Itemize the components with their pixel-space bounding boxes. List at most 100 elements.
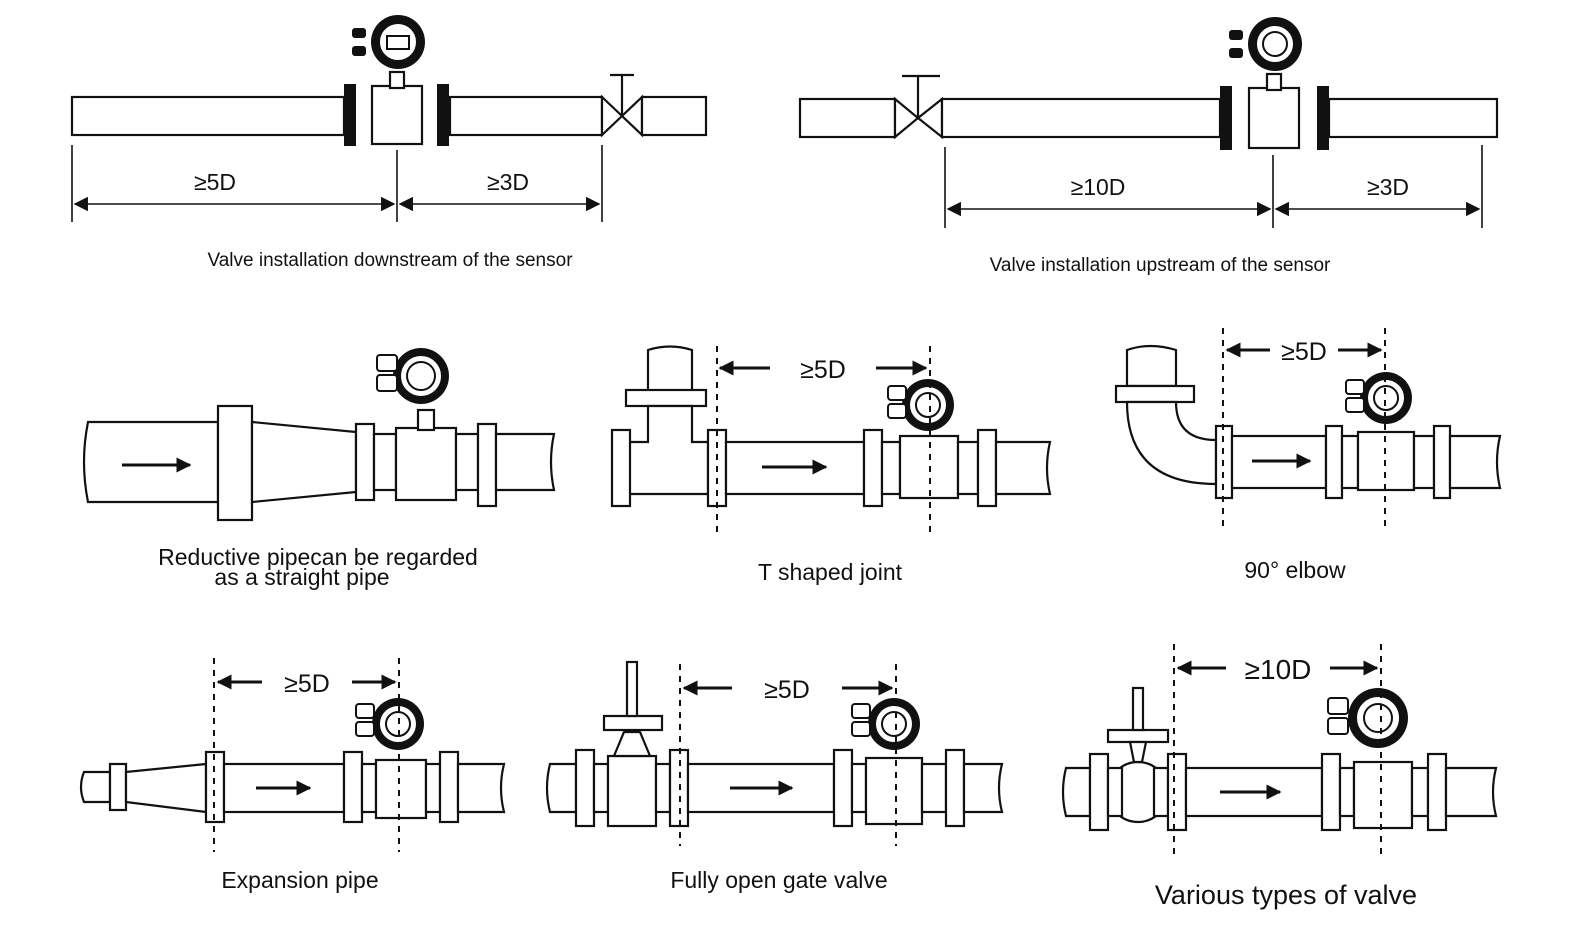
flange (1220, 86, 1232, 150)
flange (204, 750, 226, 824)
caption: Valve installation upstream of the senso… (990, 255, 1331, 276)
flange (354, 422, 376, 502)
transmitter-head (1345, 372, 1412, 424)
dim-label: ≥5D (284, 670, 330, 698)
pipe (1340, 434, 1360, 490)
transmitter-head (1327, 688, 1408, 748)
expansion-cone (124, 762, 208, 814)
gate-valve-body (606, 754, 658, 828)
pipe (880, 440, 902, 496)
pipe (956, 440, 980, 496)
valve-symbol (893, 74, 944, 140)
pipe (1106, 766, 1124, 818)
pipe (592, 762, 610, 814)
pipe (372, 432, 398, 492)
pipe (454, 432, 480, 492)
dim-label: ≥10D (1071, 174, 1126, 200)
valve-outlet-pipe (640, 95, 708, 137)
sensor-body (1352, 760, 1414, 830)
sensor-body (370, 84, 424, 146)
dim-label: ≥3D (1367, 174, 1409, 200)
valve-symbol (600, 73, 644, 138)
pipe (1410, 766, 1430, 818)
panel-upstream: ≥10D ≥3D Valve installation upstream of … (798, 17, 1499, 276)
reducer-cone (250, 420, 358, 504)
dim-label: ≥5D (764, 676, 810, 704)
inlet-pipe (1061, 766, 1092, 818)
flange (1426, 752, 1448, 832)
pipe (940, 97, 1222, 139)
flange (1320, 752, 1342, 832)
flange (437, 84, 449, 146)
vertical-pipe (1125, 344, 1178, 388)
panel-elbow: ≥5D 90° elbow (1114, 328, 1502, 583)
outlet-pipe (448, 95, 604, 137)
sensor-body (1247, 86, 1301, 150)
caption: Reductive pipecan be regarded (158, 544, 478, 570)
flange (1088, 752, 1110, 832)
caption: Expansion pipe (221, 867, 378, 893)
pipe (1338, 766, 1356, 818)
reducer-flange (216, 404, 254, 522)
panel-downstream: ≥5D ≥3D Valve installation downstream of… (70, 15, 708, 271)
gate-valve-bonnet (612, 730, 652, 758)
branch-flange (624, 388, 708, 408)
transmitter-head (887, 379, 954, 431)
valve-stem (1131, 686, 1145, 732)
branch-pipe (646, 345, 694, 394)
outlet-pipe (1327, 97, 1499, 139)
pipe (850, 762, 868, 814)
flange (344, 84, 356, 146)
caption: as a straight pipe (214, 564, 389, 590)
flange (862, 428, 884, 508)
flange (1166, 752, 1188, 832)
outlet-pipe (456, 762, 506, 814)
inlet-pipe (70, 95, 346, 137)
tee-body (626, 404, 710, 496)
inlet-pipe (798, 97, 897, 139)
panel-expansion: ≥5D Expansion pipe (79, 658, 506, 893)
flange (476, 422, 498, 508)
small-pipe (79, 770, 112, 804)
flange (342, 750, 364, 824)
flange (574, 748, 596, 828)
flange (832, 748, 854, 828)
caption: Fully open gate valve (670, 867, 887, 893)
inlet-pipe (545, 762, 578, 814)
caption: T shaped joint (758, 559, 903, 585)
pipe (360, 762, 378, 814)
outlet-pipe (994, 440, 1052, 496)
transmitter-head (376, 348, 449, 404)
sensor-body (394, 426, 458, 502)
caption: Valve installation downstream of the sen… (207, 250, 573, 271)
dim-label: ≥5D (800, 356, 846, 384)
elbow (1125, 400, 1218, 486)
sensor-neck (416, 408, 436, 432)
flange (1324, 424, 1344, 500)
flange (976, 428, 998, 508)
panel-various-valves: ≥10D Various types of valve (1061, 644, 1498, 910)
transmitter-head (352, 15, 425, 69)
dim-label: ≥10D (1245, 654, 1312, 685)
gate-valve-handwheel (602, 714, 664, 732)
caption: 90° elbow (1244, 557, 1346, 583)
outlet-pipe (962, 762, 1004, 814)
dim-label: ≥5D (194, 169, 236, 195)
panel-tee: ≥5D T shaped joint (610, 345, 1052, 585)
outlet-pipe (494, 432, 556, 492)
transmitter-head (355, 698, 424, 750)
panel-gate-valve: ≥5D Fully open gate valve (545, 660, 1004, 893)
pipe (1412, 434, 1436, 490)
transmitter-head (1229, 17, 1302, 71)
outlet-pipe (1448, 434, 1502, 490)
caption: Various types of valve (1155, 880, 1417, 910)
dim-label: ≥3D (487, 169, 529, 195)
flange (1432, 424, 1452, 500)
flange (944, 748, 966, 828)
valve-bonnet (1128, 740, 1148, 764)
pipe (654, 762, 672, 814)
pipe (424, 762, 442, 814)
large-pipe (82, 420, 220, 504)
gate-valve-stem (625, 660, 639, 718)
